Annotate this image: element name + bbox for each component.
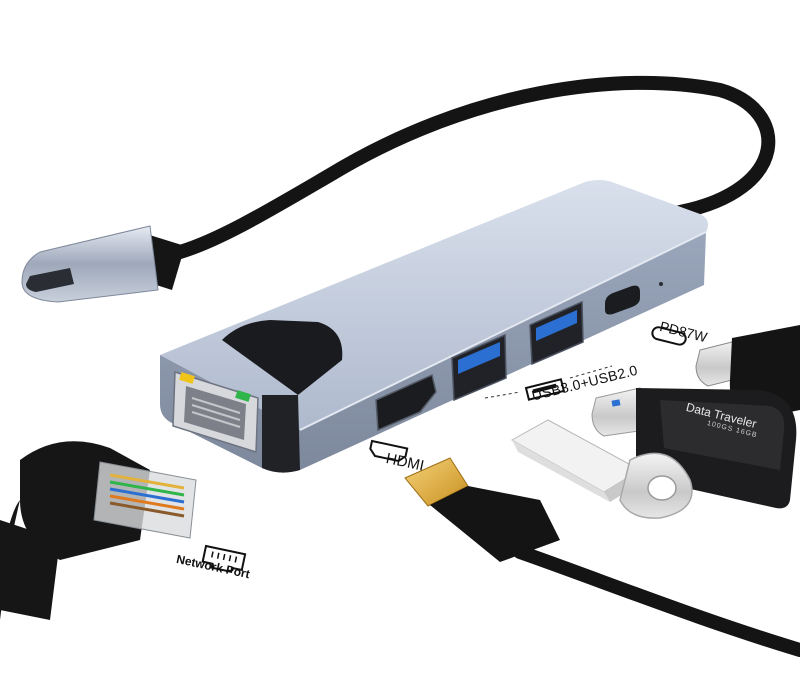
usb-c-port (605, 285, 640, 315)
usb-icon (524, 378, 566, 401)
silver-usb-flash-drive (510, 419, 693, 519)
ethernet-icon (201, 544, 247, 573)
usb-c-hub-body (160, 180, 708, 473)
ethernet-port (172, 370, 259, 454)
hdmi-plug (404, 457, 800, 657)
usb-a-port-1 (451, 333, 507, 402)
usb-c-charger-plug (695, 325, 800, 420)
usb-c-cable (173, 75, 776, 259)
status-led (659, 282, 663, 286)
ethernet-led-yellow (179, 372, 195, 384)
usb-label-bracket (484, 365, 613, 399)
hdmi-port (375, 373, 437, 432)
usb-a-port-2 (529, 300, 584, 366)
hdmi-icon (369, 439, 409, 462)
ethernet-led-green (235, 390, 251, 402)
ethernet-plug (0, 441, 197, 620)
usb-c-plug (21, 225, 185, 303)
usb-c-icon (651, 326, 687, 346)
